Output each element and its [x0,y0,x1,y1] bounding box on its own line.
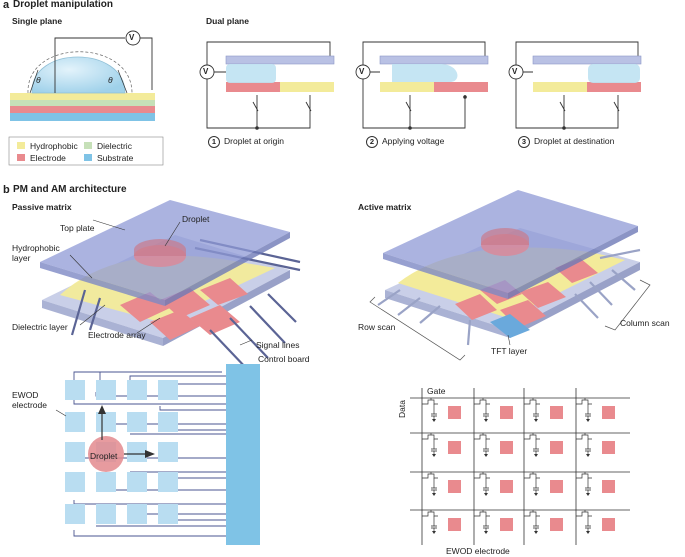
theta-left: θ [36,75,41,85]
single-hydrophobic-layer [10,93,155,100]
step-3: 3 Droplet at destination [518,136,614,148]
cell2-voltmeter-label: V [359,67,365,76]
cell1-voltmeter-label: V [203,67,209,76]
am-pixel-cell [576,398,615,422]
step-3-label: Droplet at destination [534,136,615,146]
legend-substrate: Substrate [97,153,134,163]
am-ewod-electrode-square [500,518,513,531]
am-pixel-cell [474,398,513,422]
am-pixel-cell [422,398,461,422]
active-matrix-2d [410,388,630,545]
passive-matrix-3d [40,200,301,371]
am-gate-label: Gate [427,386,446,396]
am-ewod-electrode-square [448,441,461,454]
panel-a-title: Droplet manipulation [13,0,113,10]
am-ewod-electrode-square [500,480,513,493]
legend-hydrophobic: Hydrophobic [30,141,78,151]
dual-plane-cell-2 [355,41,489,130]
am-ewod-electrode-square [602,480,615,493]
ewod-electrode-label-1: EWOD [12,390,39,400]
am-ewod-electrode-square [448,480,461,493]
am-pixel-cell [524,398,563,422]
am-pixel-cell [524,510,563,534]
active-matrix-heading: Active matrix [358,202,412,212]
active-matrix-3d [369,190,651,361]
am-ewod-electrode-square [550,518,563,531]
pm-hydrophobic-label-1: Hydrophobic [12,243,60,253]
step-2-label: Applying voltage [382,136,445,146]
dual-plane-cell-3 [508,41,642,130]
legend-box [8,136,164,166]
ewod-electrode-label-2: electrode [12,400,47,410]
step-2: 2 Applying voltage [366,136,444,148]
panel-b-title: PM and AM architecture [13,184,127,195]
am-pixel-cell [422,472,461,496]
single-plane-diagram [10,30,155,121]
am-ewod-electrode-label: EWOD electrode [446,546,510,556]
am-tft-layer-label: TFT layer [491,346,528,356]
dual-plane-heading: Dual plane [206,16,249,26]
am-pixel-cell [576,472,615,496]
control-board [226,364,260,545]
pm-top-plate-label: Top plate [60,223,95,233]
am-ewod-electrode-square [500,406,513,419]
pm-electrode-array-label: Electrode array [88,330,146,340]
passive-matrix-heading: Passive matrix [12,202,72,212]
am-pixel-cell [524,472,563,496]
am-pixel-cell [474,433,513,457]
am-ewod-electrode-square [602,406,615,419]
single-electrode-layer [10,106,155,113]
am-ewod-electrode-square [550,406,563,419]
am-pixel-cell [576,433,615,457]
am-ewod-electrode-square [448,406,461,419]
passive-matrix-2d [55,364,260,545]
panel-b-letter: b [3,184,10,196]
am-ewod-electrode-square [602,518,615,531]
am-row-scan-label: Row scan [358,322,396,332]
am-ewod-electrode-square [602,441,615,454]
legend-electrode: Electrode [30,153,66,163]
pm-hydrophobic-label-2: layer [12,253,31,263]
am-pixel-cell [474,472,513,496]
single-plane-wire [54,37,125,93]
single-voltmeter-icon [125,30,141,46]
step-1-label: Droplet at origin [224,136,285,146]
single-voltmeter-label: V [129,33,135,42]
dual-plane-cell-1 [199,41,335,130]
step-2-number: 2 [366,136,378,148]
control-board-label: Control board [258,354,310,364]
step-1: 1 Droplet at origin [208,136,284,148]
am-pixel-cell [422,510,461,534]
am-data-label: Data [397,400,407,418]
pm-dielectric-label: Dielectric layer [12,322,68,332]
panel-a-letter: a [3,0,10,11]
am-pixel-cell [576,510,615,534]
am-ewod-electrode-square [550,480,563,493]
pm-2d-droplet [88,436,124,472]
am-pixel-cell [422,433,461,457]
pm-signal-lines-label: Signal lines [256,340,300,350]
single-substrate-layer [10,113,155,121]
am-pixel-cell [474,510,513,534]
pm-droplet-label: Droplet [182,214,210,224]
cell3-voltmeter-label: V [512,67,518,76]
am-column-scan-label: Column scan [620,318,670,328]
legend-dielectric: Dielectric [97,141,132,151]
single-dielectric-layer [10,100,155,106]
theta-right: θ [108,75,113,85]
am-ewod-electrode-square [448,518,461,531]
am-ewod-electrode-square [500,441,513,454]
single-plane-heading: Single plane [12,16,63,26]
step-3-number: 3 [518,136,530,148]
pm-2d-droplet-label: Droplet [90,451,118,461]
am-pixel-cell [524,433,563,457]
step-1-number: 1 [208,136,220,148]
droplet-dashed-outline [27,51,133,94]
am-ewod-electrode-square [550,441,563,454]
